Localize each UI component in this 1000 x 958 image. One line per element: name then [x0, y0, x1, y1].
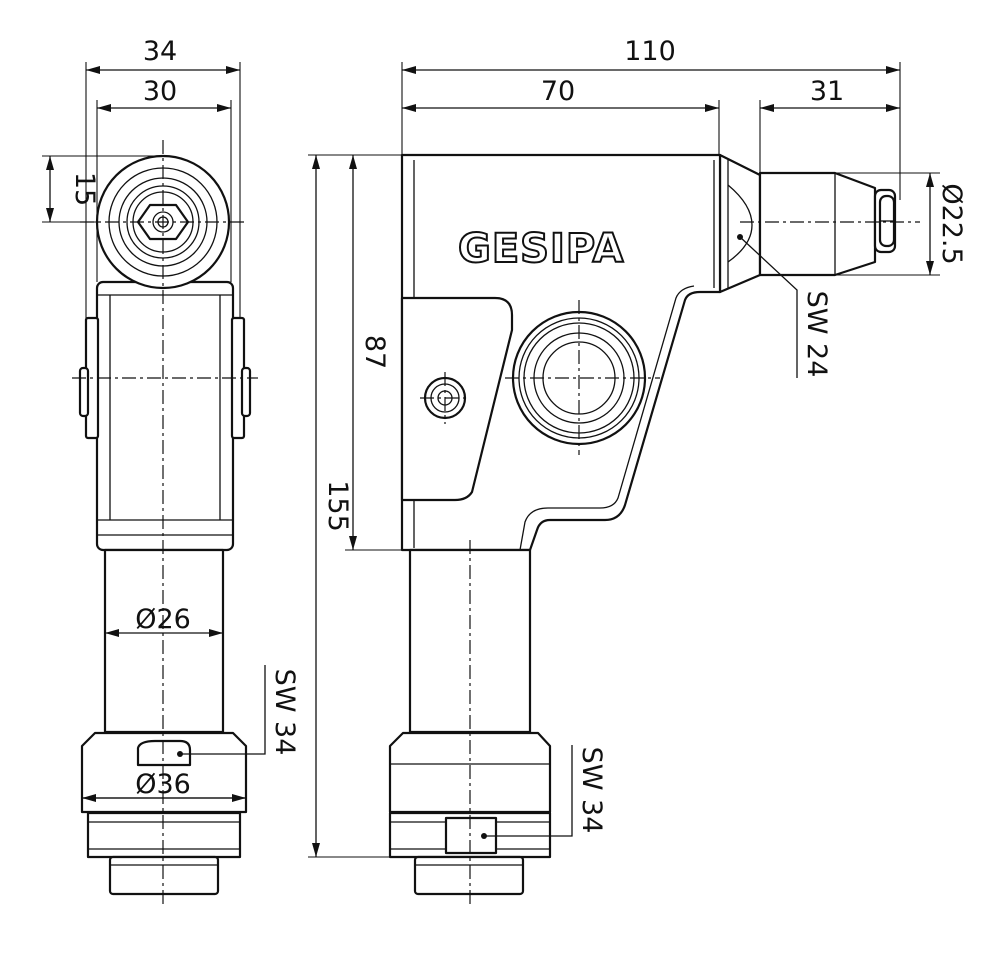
front-bottom: [108, 855, 220, 896]
front-collar: [80, 731, 248, 814]
dim-side-body-length: 70: [541, 76, 575, 107]
side-view: GESIPA 110 70: [308, 36, 967, 905]
front-view: 34 30 15 Ø26 Ø36 SW 34: [42, 36, 300, 905]
front-housing: [95, 280, 235, 552]
dim-nose-diameter: Ø22.5: [936, 183, 967, 264]
dim-front-offset: 15: [69, 172, 100, 206]
front-nut: [86, 811, 242, 859]
dim-side-nose-length: 31: [810, 76, 844, 107]
brand-logo: GESIPA: [458, 226, 624, 272]
dim-side-total-length: 110: [624, 36, 676, 67]
dim-side-wrench-size: SW 34: [576, 747, 607, 834]
dim-front-width-inner: 30: [143, 76, 177, 107]
nose-cone: [718, 153, 762, 294]
side-bottom: [413, 855, 525, 896]
dim-nose-wrench-size: SW 24: [801, 291, 832, 378]
front-tube: [103, 548, 225, 734]
dim-tube-diameter: Ø26: [135, 604, 191, 635]
dim-collar-diameter: Ø36: [135, 769, 191, 800]
dim-side-total-height: 155: [322, 480, 353, 532]
dim-front-width-outer: 34: [143, 36, 177, 67]
dim-front-wrench-size: SW 34: [269, 669, 300, 756]
dim-side-body-height: 87: [359, 335, 390, 369]
nose-piece: [758, 171, 877, 277]
